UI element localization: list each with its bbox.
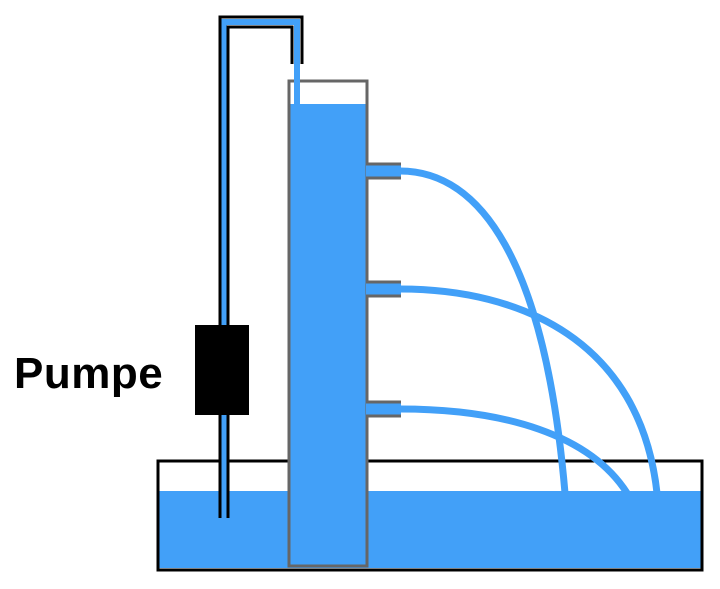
column-outline [287,79,369,568]
pump-pipe-inner-wall [226,25,294,518]
outlet-nozzles [366,162,401,418]
lower-outlet [366,400,401,418]
basin-outline [156,459,704,572]
pump-pipe-water [221,19,300,518]
pump-label: Pumpe [14,349,164,398]
basin-water [159,491,701,568]
water-jets [399,167,661,495]
lower-jet [399,405,630,495]
pump-body [195,325,249,415]
upper-jet [399,167,569,494]
middle-jet [399,285,661,494]
pump-pipe-outer-wall [218,15,304,518]
middle-outlet [366,280,401,298]
column-water [290,104,366,566]
upper-outlet [366,162,401,180]
